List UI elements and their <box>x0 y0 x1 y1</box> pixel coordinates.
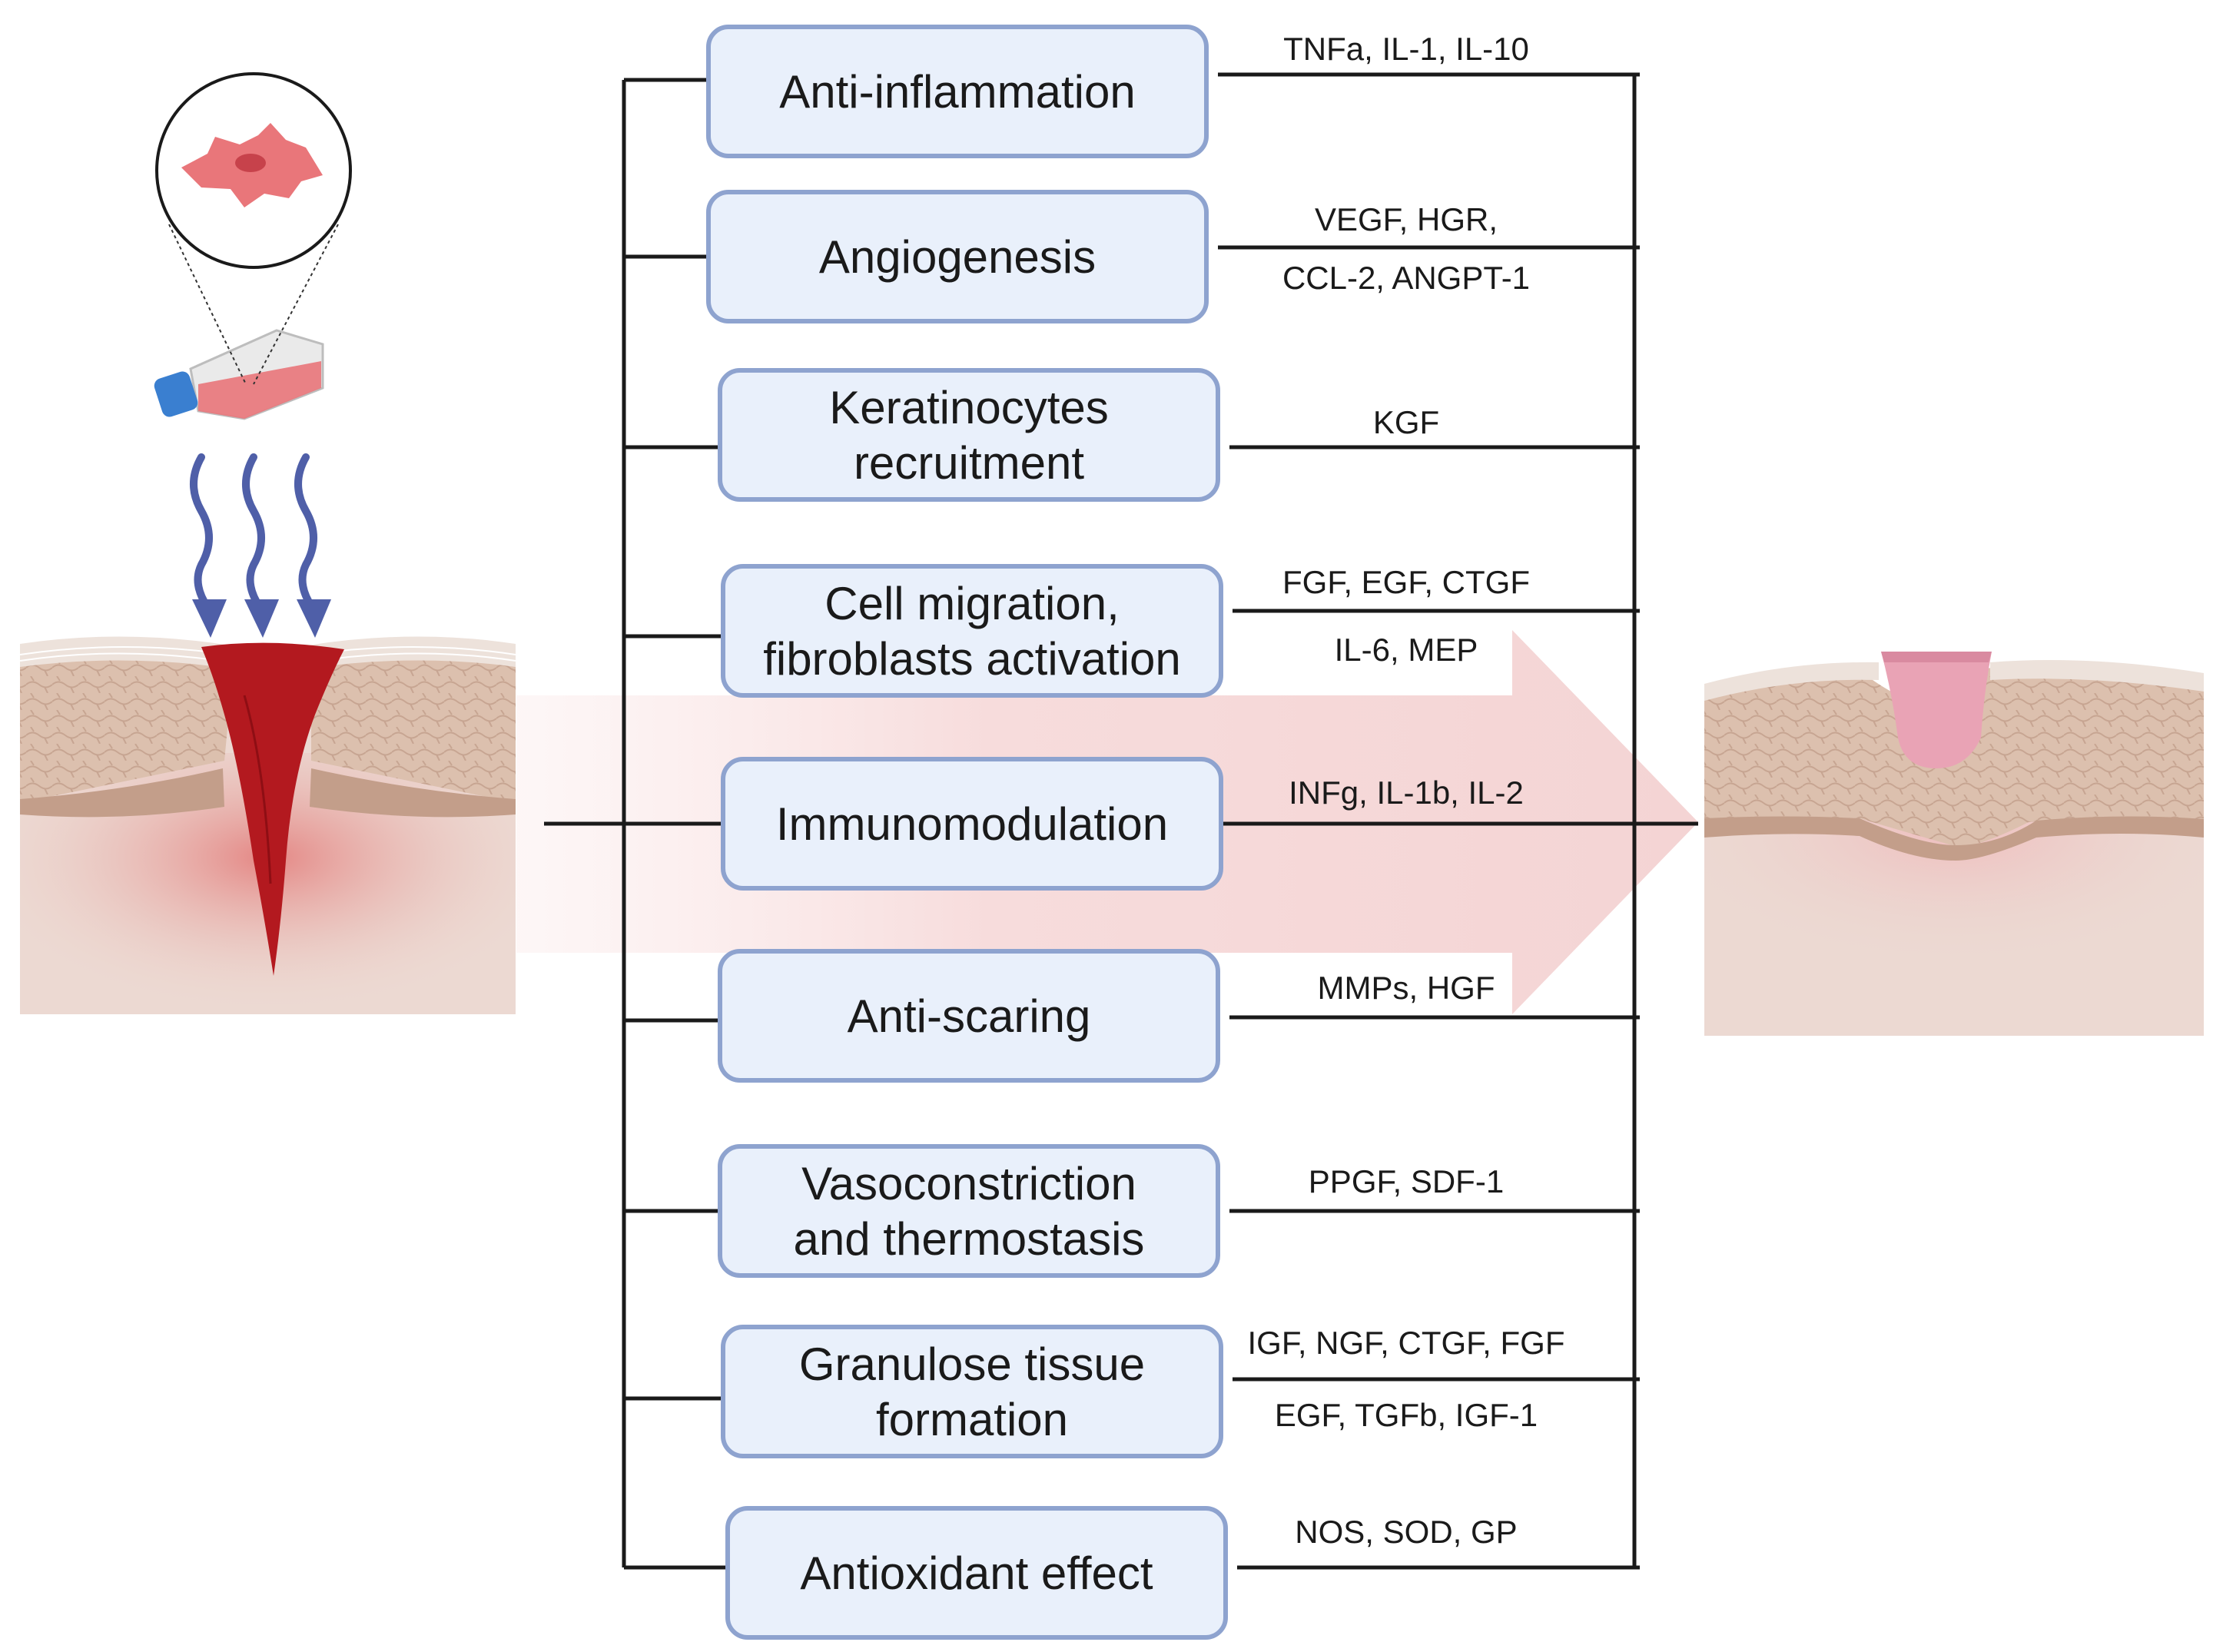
box-shape <box>718 368 1220 502</box>
box-shape <box>721 757 1223 891</box>
mechanism-boxes: Anti-inflammationAngiogenesisKeratinocyt… <box>706 25 1228 1640</box>
factor-text-immunomodulation: INFg, IL-1b, IL-2 <box>1289 775 1524 811</box>
wavy-arrow-icon <box>190 453 317 611</box>
mechanism-box-anti-inflammation: Anti-inflammation <box>706 25 1209 158</box>
mechanism-label: and thermostasis <box>794 1213 1145 1265</box>
mechanism-label: Keratinocytes <box>829 382 1109 433</box>
mechanism-label: Anti-inflammation <box>779 66 1136 118</box>
healed-tissue <box>1881 652 1992 768</box>
box-shape <box>706 190 1209 323</box>
mechanism-box-angiogenesis: Angiogenesis <box>706 190 1209 323</box>
mechanism-box-antioxidant: Antioxidant effect <box>725 1506 1228 1640</box>
mechanism-label: Cell migration, <box>824 578 1119 629</box>
mechanism-label: Granulose tissue <box>799 1339 1145 1390</box>
box-shape <box>721 1325 1223 1458</box>
mechanism-label: Anti-scaring <box>848 990 1091 1042</box>
stem-cell-icon <box>155 72 352 269</box>
mechanism-box-cell-migration: Cell migration,fibroblasts activation <box>721 564 1223 698</box>
mechanism-label: Antioxidant effect <box>800 1548 1153 1599</box>
box-shape <box>725 1506 1228 1640</box>
factor-text-cell-migration: IL-6, MEP <box>1335 632 1478 668</box>
box-shape <box>718 1144 1220 1278</box>
factor-text-keratinocytes: KGF <box>1373 404 1439 440</box>
box-shape <box>718 949 1220 1083</box>
factor-text-anti-scaring: MMPs, HGF <box>1318 970 1495 1006</box>
factor-text-cell-migration: FGF, EGF, CTGF <box>1282 564 1530 600</box>
mechanism-label: recruitment <box>854 437 1084 489</box>
factor-text-vasoconstriction: PPGF, SDF-1 <box>1309 1163 1504 1199</box>
factor-text-angiogenesis: CCL-2, ANGPT-1 <box>1282 260 1530 296</box>
culture-flask-icon <box>154 329 324 420</box>
box-shape <box>706 25 1209 158</box>
factor-text-granulose: IGF, NGF, CTGF, FGF <box>1248 1325 1565 1361</box>
mechanism-label: Immunomodulation <box>776 798 1168 850</box>
mechanism-label: fibroblasts activation <box>763 633 1181 685</box>
mechanism-label: Vasoconstriction <box>801 1158 1136 1209</box>
mechanism-label: formation <box>876 1394 1068 1445</box>
mechanism-label: Angiogenesis <box>819 231 1096 283</box>
healed-skin-icon <box>1704 652 2204 1036</box>
factor-text-granulose: EGF, TGFb, IGF-1 <box>1275 1397 1538 1433</box>
mechanism-box-anti-scaring: Anti-scaring <box>718 949 1220 1083</box>
factor-text-angiogenesis: VEGF, HGR, <box>1315 201 1498 237</box>
factor-text-anti-inflammation: TNFa, IL-1, IL-10 <box>1283 31 1529 67</box>
wound-cleft <box>201 642 344 976</box>
factor-text-antioxidant: NOS, SOD, GP <box>1295 1514 1517 1550</box>
wounded-skin-icon <box>19 636 516 1014</box>
box-shape <box>721 564 1223 698</box>
mechanism-box-immunomodulation: Immunomodulation <box>721 757 1223 891</box>
connector-lines <box>624 72 1640 1570</box>
